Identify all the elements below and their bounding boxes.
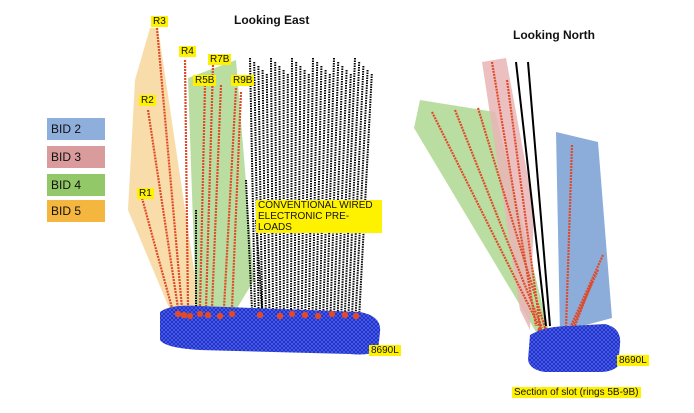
conventional-wired-note: CONVENTIONAL WIRED ELECTRONIC PRE- LOADS bbox=[256, 200, 382, 233]
collar-charge bbox=[314, 312, 322, 320]
drift-mesh-east bbox=[160, 305, 381, 355]
wired-hole bbox=[333, 65, 344, 313]
charged-hole bbox=[431, 111, 541, 329]
collar-charge bbox=[196, 310, 204, 318]
wired-hole bbox=[253, 61, 260, 313]
collar-charges-east bbox=[174, 310, 360, 320]
note-line-3: LOADS bbox=[258, 222, 292, 233]
wired-hole bbox=[245, 179, 253, 311]
wired-hole bbox=[274, 61, 278, 313]
collar-charge bbox=[276, 312, 284, 320]
legend-bid5-label: BID 5 bbox=[51, 204, 82, 218]
collar-charge bbox=[341, 311, 349, 319]
wired-hole bbox=[265, 73, 271, 313]
charged-hole bbox=[140, 197, 174, 309]
collar-charge bbox=[180, 311, 188, 319]
collar-charge bbox=[174, 310, 182, 318]
wired-hole bbox=[354, 69, 369, 313]
wired-hole bbox=[358, 73, 373, 313]
ring-label-r3: R3 bbox=[151, 16, 168, 27]
north-view-title: Looking North bbox=[513, 28, 595, 42]
ring-label-r4: R4 bbox=[179, 46, 196, 57]
ring-label-r7b: R7B bbox=[208, 54, 232, 65]
drift-label-east: 8690L bbox=[369, 345, 401, 356]
wired-holes-east bbox=[195, 57, 373, 313]
charged-hole bbox=[568, 254, 605, 329]
collar-charge bbox=[328, 310, 336, 318]
wired-hole bbox=[351, 65, 365, 313]
legend-bid4-label: BID 4 bbox=[51, 178, 82, 192]
legend-bid3: BID 3 bbox=[47, 146, 105, 168]
charged-hole bbox=[505, 79, 542, 327]
slot-section-caption: Section of slot (rings 5B-9B) bbox=[512, 387, 641, 398]
collar-charge bbox=[216, 312, 224, 320]
ring-label-r9b: R9B bbox=[231, 75, 255, 86]
charged-hole bbox=[572, 281, 594, 329]
legend-bid2: BID 2 bbox=[47, 118, 105, 140]
note-line-1: CONVENTIONAL WIRED bbox=[258, 200, 373, 211]
wired-hole bbox=[278, 65, 282, 313]
wired-hole bbox=[329, 61, 340, 313]
charged-hole bbox=[453, 109, 544, 329]
wired-hole bbox=[318, 69, 327, 313]
wired-hole bbox=[293, 61, 298, 313]
charged-holes-east bbox=[140, 27, 243, 309]
charged-hole bbox=[476, 107, 547, 329]
charged-hole bbox=[183, 59, 190, 309]
wired-hole bbox=[270, 57, 274, 313]
wired-hole bbox=[322, 73, 331, 313]
charged-hole bbox=[490, 61, 538, 327]
charged-hole bbox=[204, 64, 215, 309]
collar-charge bbox=[186, 312, 194, 320]
wired-hole bbox=[515, 61, 547, 327]
bid3-zone-north bbox=[482, 58, 534, 330]
collar-charge bbox=[228, 310, 236, 318]
wired-hole bbox=[257, 65, 264, 313]
wired-hole bbox=[290, 57, 293, 313]
charged-hole bbox=[210, 84, 223, 309]
wired-hole bbox=[261, 69, 267, 313]
collar-charge bbox=[301, 311, 309, 319]
wired-hole bbox=[326, 57, 335, 313]
collar-charge bbox=[204, 311, 212, 319]
legend-bid5: BID 5 bbox=[47, 200, 105, 222]
wired-hole bbox=[311, 61, 319, 313]
collar-charge bbox=[288, 310, 296, 318]
legend-bid2-label: BID 2 bbox=[51, 122, 82, 136]
charged-hole bbox=[146, 109, 180, 309]
wired-hole bbox=[527, 61, 551, 327]
charged-hole bbox=[155, 27, 184, 309]
wired-hole bbox=[315, 65, 323, 313]
charged-hole bbox=[230, 91, 243, 309]
wired-hole bbox=[336, 69, 348, 313]
east-view-title: Looking East bbox=[234, 13, 310, 27]
bid5-zone bbox=[128, 28, 200, 310]
collar-charge bbox=[256, 311, 264, 319]
ring-label-r5b: R5B bbox=[193, 75, 217, 86]
drift-mesh-north bbox=[528, 324, 621, 372]
note-line-2: ELECTRONIC PRE- bbox=[258, 211, 350, 222]
legend-bid3-label: BID 3 bbox=[51, 150, 82, 164]
charged-hole bbox=[198, 84, 207, 309]
wired-hole bbox=[297, 65, 302, 313]
charged-hole bbox=[564, 144, 574, 329]
wired-hole bbox=[347, 61, 361, 313]
ring-label-r2: R2 bbox=[139, 95, 156, 106]
wired-hole bbox=[255, 219, 263, 311]
wired-hole bbox=[304, 73, 310, 313]
ring-label-r1: R1 bbox=[137, 188, 154, 199]
drift-label-north: 8690L bbox=[617, 355, 649, 366]
wired-hole bbox=[300, 69, 306, 313]
collar-charge bbox=[352, 312, 360, 320]
charged-hole bbox=[222, 87, 238, 309]
legend-bid4: BID 4 bbox=[47, 174, 105, 196]
wired-hole bbox=[308, 57, 314, 313]
wired-hole bbox=[340, 73, 352, 313]
